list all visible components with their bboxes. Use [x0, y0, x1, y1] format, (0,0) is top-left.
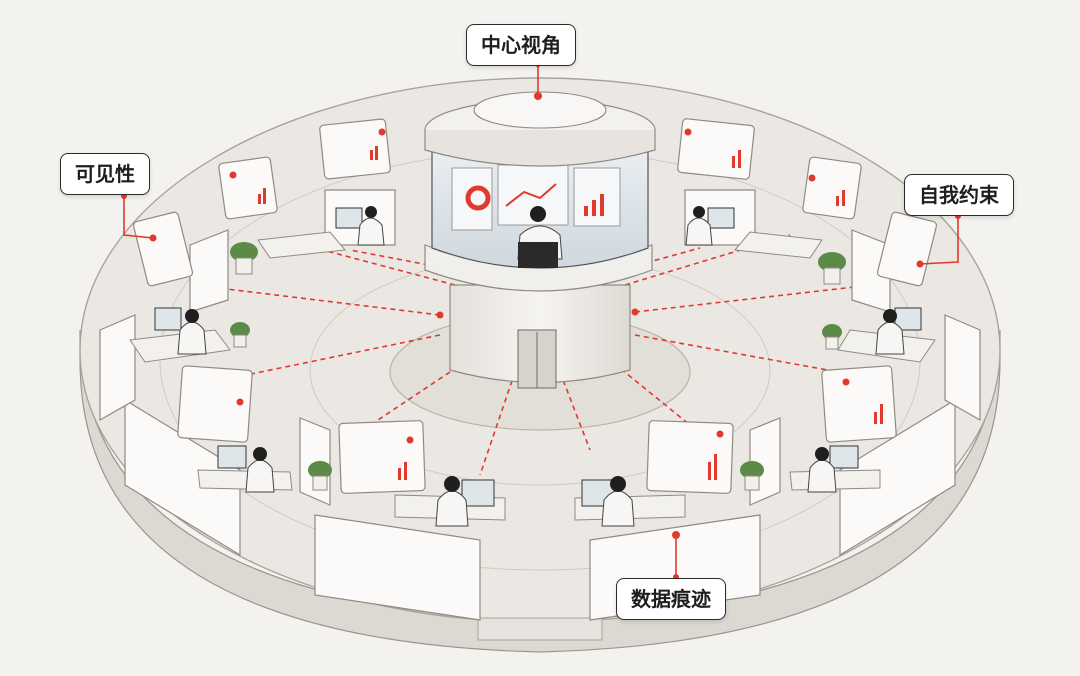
dashboard-cards	[132, 118, 938, 494]
central-tower	[424, 91, 656, 389]
label-center-view: 中心视角	[466, 24, 576, 66]
label-visibility: 可见性	[60, 153, 150, 195]
label-data-trace: 数据痕迹	[616, 578, 726, 620]
workers	[177, 206, 905, 527]
callout-leaders	[123, 64, 959, 578]
plants	[230, 242, 846, 491]
label-self-constraint: 自我约束	[904, 174, 1014, 216]
